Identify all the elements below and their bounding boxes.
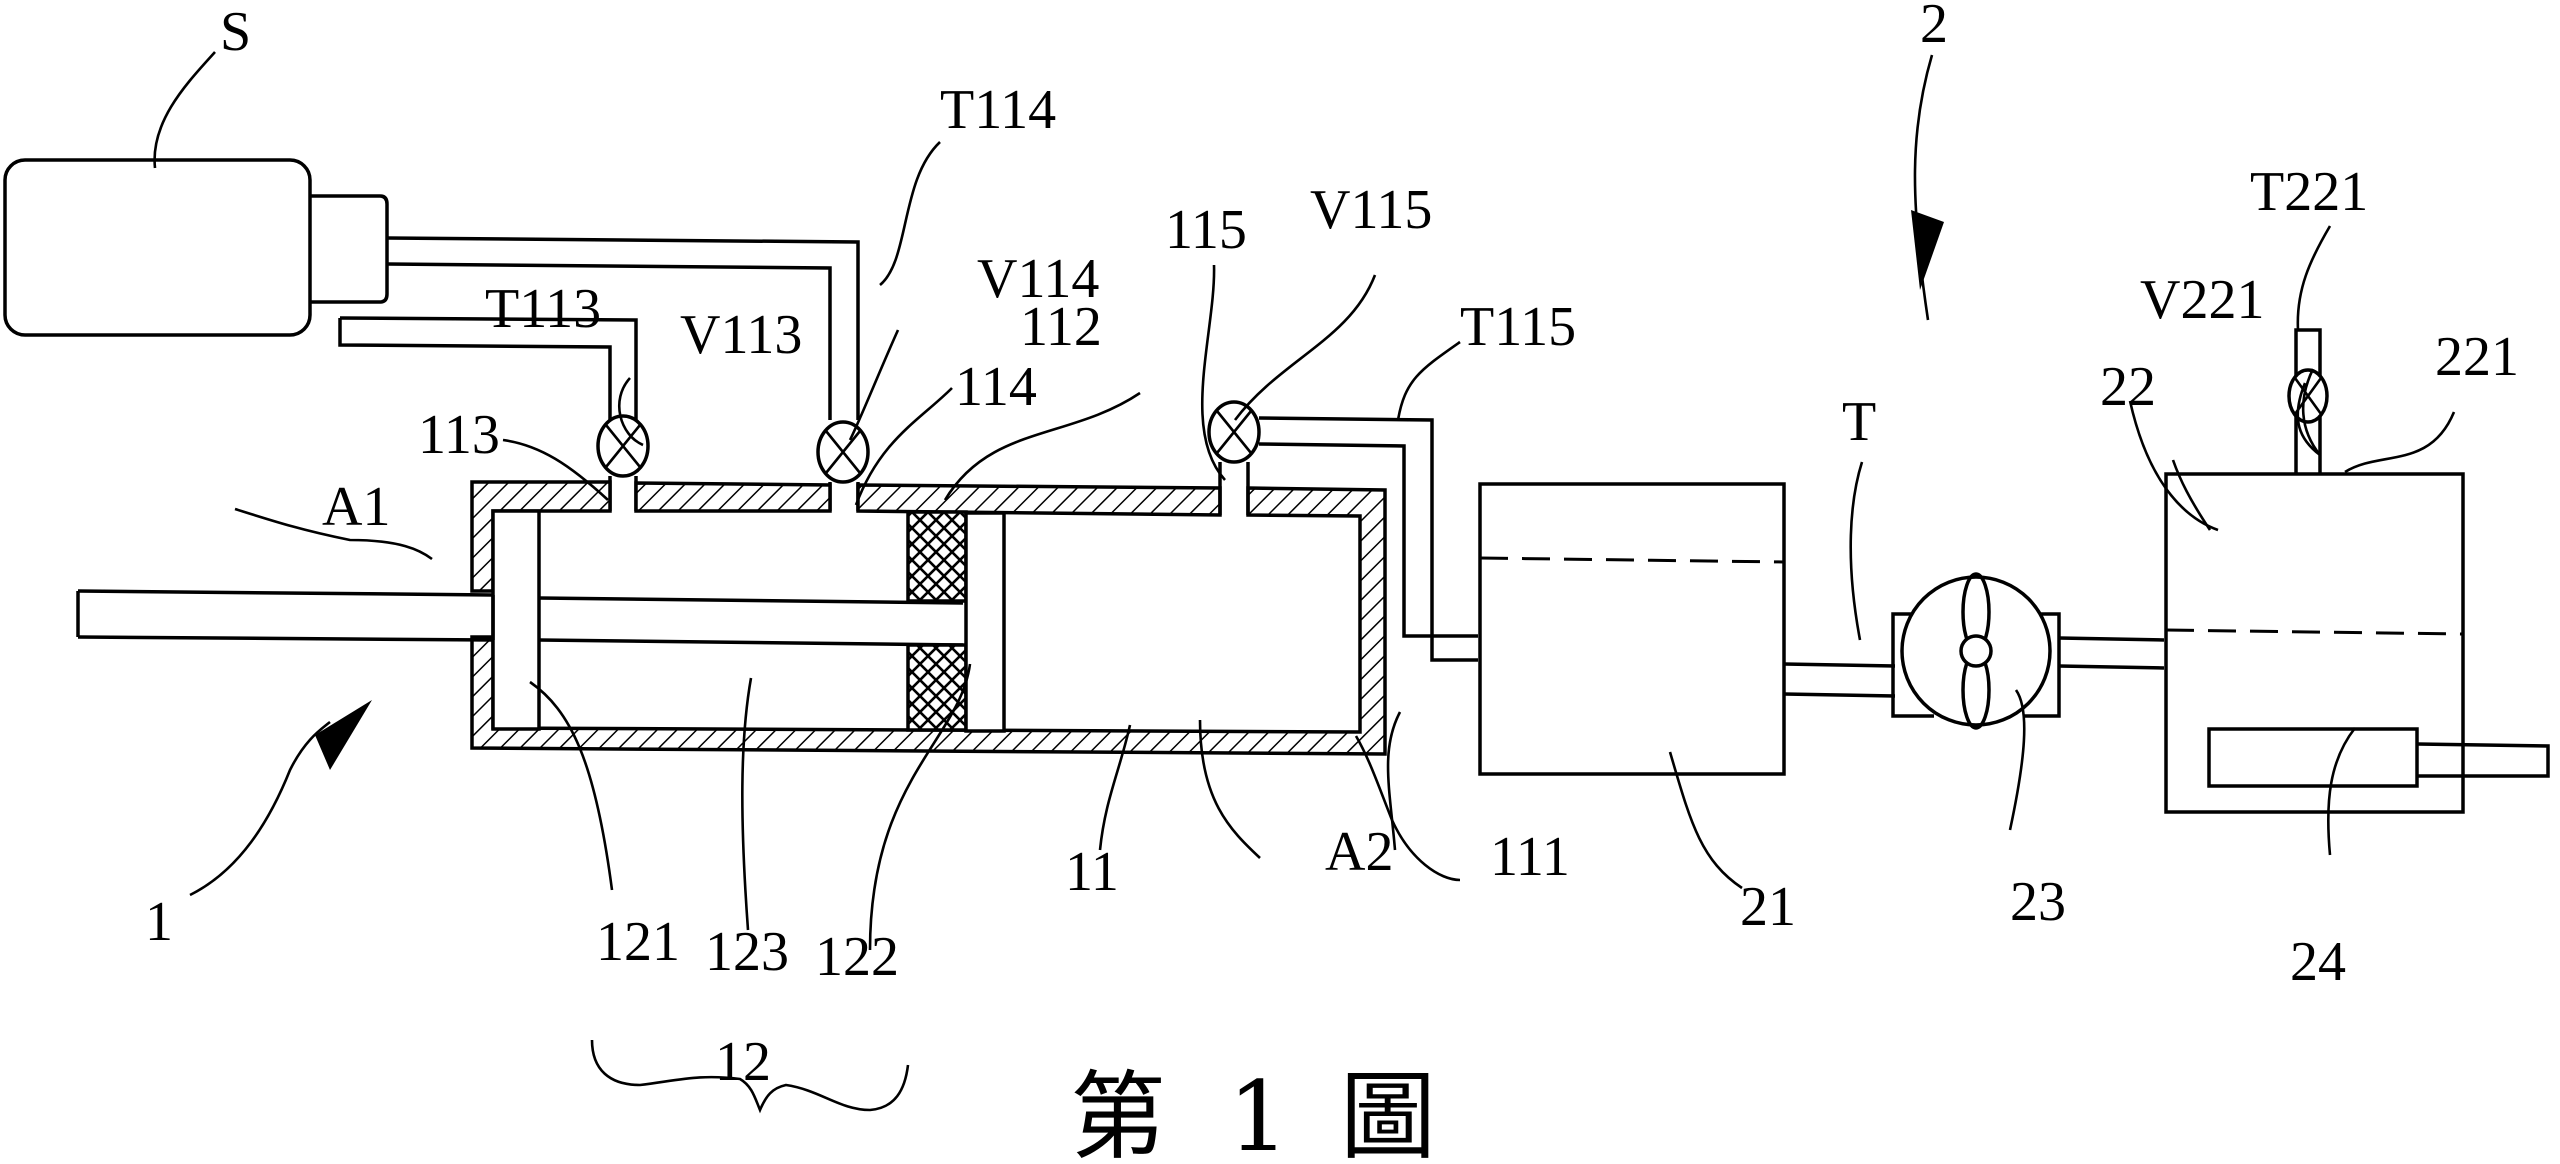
tube-t114-outer — [386, 236, 860, 420]
motor-neck — [310, 194, 389, 304]
label-221: 221 — [2435, 326, 2519, 388]
label-t: T — [1842, 391, 1876, 453]
motor-s — [3, 158, 389, 337]
label-115: 115 — [1165, 199, 1247, 261]
label-21: 21 — [1740, 876, 1796, 938]
seal-112-bottom — [906, 643, 968, 732]
label-t115: T115 — [1460, 296, 1576, 358]
pump-23 — [1891, 572, 2061, 730]
label-s: S — [220, 1, 251, 63]
label-v115: V115 — [1310, 179, 1432, 241]
label-121: 121 — [596, 911, 680, 973]
brace-12 — [590, 1039, 910, 1114]
rod-123 — [538, 596, 964, 647]
label-112: 112 — [1020, 296, 1102, 358]
label-12: 12 — [715, 1031, 771, 1093]
label-1: 1 — [145, 891, 173, 953]
caption-prefix: 第 — [1070, 1061, 1166, 1164]
label-113: 113 — [418, 404, 500, 466]
label-a1: A1 — [322, 476, 390, 538]
label-123: 123 — [705, 921, 789, 983]
port-113 — [608, 476, 638, 511]
tube-t115-outer — [1258, 416, 1478, 662]
label-v114: V114 — [977, 248, 1099, 310]
piston-122 — [964, 511, 1006, 733]
caption-suffix: 圖 — [1340, 1061, 1436, 1164]
tube-t114-inner — [386, 262, 832, 420]
rod-outside — [77, 589, 494, 642]
valve-v113 — [596, 414, 650, 478]
port-114 — [828, 482, 860, 511]
label-114: 114 — [955, 356, 1037, 418]
reference-labels: S T114 T113 V113 V114 113 114 112 115 V1… — [145, 0, 2519, 1093]
piston-121 — [491, 509, 541, 731]
assembly-arrow-1 — [189, 700, 372, 897]
liquid-level-21 — [1479, 556, 1785, 564]
motor-body — [3, 158, 312, 337]
heater-24 — [2207, 727, 2419, 788]
seal-112-top — [906, 510, 968, 603]
label-22: 22 — [2100, 356, 2156, 418]
tube-t115-inner — [1258, 442, 1478, 638]
pipe-t — [1783, 662, 1896, 698]
port-115 — [1218, 462, 1250, 515]
assembly-arrow-2 — [1911, 54, 1944, 321]
label-t221: T221 — [2250, 161, 2368, 223]
valve-v114 — [816, 420, 870, 484]
liquid-level-22 — [2165, 628, 2464, 636]
label-11: 11 — [1065, 841, 1119, 903]
label-2: 2 — [1920, 0, 1948, 55]
caption-number: 1 — [1228, 1061, 1289, 1164]
leader-lines — [153, 51, 2456, 951]
label-v221: V221 — [2140, 269, 2264, 331]
label-t114: T114 — [940, 79, 1056, 141]
tube-t113-outer — [339, 316, 638, 420]
label-t113: T113 — [485, 278, 601, 340]
label-24: 24 — [2290, 931, 2346, 993]
label-111: 111 — [1490, 826, 1570, 888]
label-v113: V113 — [680, 304, 802, 366]
tube-t113-inner — [338, 318, 612, 420]
heater-24-rod — [2416, 742, 2550, 778]
label-a2: A2 — [1325, 821, 1393, 883]
label-23: 23 — [2010, 871, 2066, 933]
valve-v115 — [1207, 400, 1261, 464]
tank-21 — [1478, 482, 1786, 776]
pipe-pump-to-22 — [2058, 636, 2165, 670]
tank-22 — [2164, 472, 2465, 814]
label-122: 122 — [815, 926, 899, 988]
figure-caption: 第 1 圖 — [1070, 1061, 1436, 1164]
